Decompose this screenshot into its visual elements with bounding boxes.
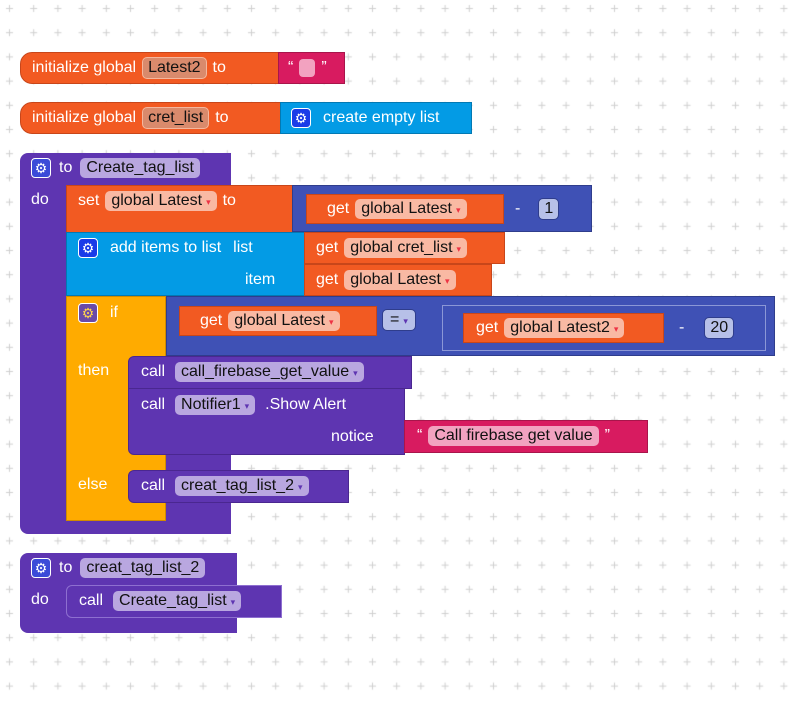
do-label: do xyxy=(31,191,49,208)
variable-dropdown[interactable]: global Latest2▾ xyxy=(504,318,625,338)
get-global-latest-block[interactable]: get global Latest▾ xyxy=(179,306,377,336)
compare-block[interactable]: get global Latest▾ =▾ get global Latest2▾ … xyxy=(166,296,775,356)
gear-icon[interactable]: ⚙ xyxy=(78,238,98,258)
initialize-global-cret-list-block[interactable]: initialize global cret_list to xyxy=(20,102,281,134)
create-empty-list-block[interactable]: ⚙ create empty list xyxy=(280,102,472,134)
component-dropdown[interactable]: Notifier1▾ xyxy=(175,395,256,415)
procedure-dropdown[interactable]: Create_tag_list▾ xyxy=(113,591,242,611)
call-creat-tag-list-2-block[interactable]: call creat_tag_list_2▾ xyxy=(128,470,349,503)
number-field[interactable]: 1 xyxy=(538,198,560,220)
text-block[interactable]: “ Call firebase get value ” xyxy=(404,420,648,453)
procedure-name-field[interactable]: Create_tag_list xyxy=(80,158,200,178)
subtract-block[interactable]: get global Latest▾ -1 xyxy=(292,185,592,232)
method-label: .Show Alert xyxy=(265,396,347,413)
text-field[interactable]: Call firebase get value xyxy=(428,426,599,446)
procedure-dropdown[interactable]: call_firebase_get_value▾ xyxy=(175,362,364,382)
notice-label: notice xyxy=(331,428,374,445)
set-label: set xyxy=(78,192,100,209)
chevron-down-icon: ▾ xyxy=(403,316,408,326)
gear-icon[interactable]: ⚙ xyxy=(31,558,51,578)
add-items-to-list-block[interactable]: ⚙ add items to list list item xyxy=(66,232,305,296)
notifier-show-alert-block[interactable]: call Notifier1▾ .Show Alert notice xyxy=(128,388,405,455)
chevron-down-icon: ▾ xyxy=(455,205,461,215)
minus-operator: - xyxy=(515,200,521,217)
chevron-down-icon: ▾ xyxy=(328,317,334,327)
do-label: do xyxy=(31,591,49,608)
variable-dropdown[interactable]: global Latest▾ xyxy=(355,199,467,219)
init-label: initialize global xyxy=(32,109,137,126)
get-global-cret-list-block[interactable]: get global cret_list▾ xyxy=(304,232,505,264)
gear-icon[interactable]: ⚙ xyxy=(78,303,98,323)
call-label: call xyxy=(141,363,166,380)
call-label: call xyxy=(79,592,104,609)
variable-dropdown[interactable]: global Latest▾ xyxy=(344,270,456,290)
chevron-down-icon: ▾ xyxy=(613,324,619,334)
chevron-down-icon: ▾ xyxy=(297,482,303,492)
variable-name-field[interactable]: cret_list xyxy=(142,107,210,129)
to-label: to xyxy=(212,59,226,76)
get-global-latest2-block[interactable]: get global Latest2▾ xyxy=(463,313,664,343)
procedure-name-field[interactable]: creat_tag_list_2 xyxy=(80,558,206,578)
get-label: get xyxy=(200,312,223,329)
chevron-down-icon: ▾ xyxy=(353,368,358,378)
minus-operator: - xyxy=(679,319,685,336)
close-quote: ” xyxy=(604,427,610,444)
if-label: if xyxy=(110,304,118,321)
get-global-latest-block[interactable]: get global Latest▾ xyxy=(304,264,492,296)
variable-name-field[interactable]: Latest2 xyxy=(142,57,207,79)
gear-icon[interactable]: ⚙ xyxy=(291,108,311,128)
close-quote: ” xyxy=(321,59,327,76)
open-quote: “ xyxy=(417,427,423,444)
procedure-dropdown[interactable]: creat_tag_list_2▾ xyxy=(175,476,309,496)
list-label: list xyxy=(233,239,253,256)
chevron-down-icon: ▾ xyxy=(444,276,450,286)
init-label: initialize global xyxy=(32,59,137,76)
get-label: get xyxy=(316,271,339,288)
chevron-down-icon: ▾ xyxy=(244,401,250,411)
text-field[interactable] xyxy=(299,59,316,77)
create-empty-list-label: create empty list xyxy=(323,109,440,126)
to-label: to xyxy=(215,109,229,126)
get-label: get xyxy=(327,200,350,217)
compare-operator-dropdown[interactable]: =▾ xyxy=(382,309,416,331)
open-quote: “ xyxy=(288,59,294,76)
else-label: else xyxy=(78,476,108,493)
gear-icon[interactable]: ⚙ xyxy=(31,158,51,178)
variable-dropdown[interactable]: global Latest▾ xyxy=(228,311,340,331)
call-label: call xyxy=(141,396,166,413)
get-label: get xyxy=(476,319,499,336)
get-label: get xyxy=(316,239,339,256)
call-create-tag-list-block[interactable]: call Create_tag_list▾ xyxy=(66,585,282,618)
then-label: then xyxy=(78,362,110,379)
get-global-latest-block[interactable]: get global Latest▾ xyxy=(306,194,504,224)
variable-dropdown[interactable]: global Latest▾ xyxy=(105,191,217,211)
variable-dropdown[interactable]: global cret_list▾ xyxy=(344,238,468,258)
item-label: item xyxy=(245,271,276,288)
empty-text-block[interactable]: “” xyxy=(278,52,345,84)
to-label: to xyxy=(59,159,73,176)
chevron-down-icon: ▾ xyxy=(206,197,211,207)
chevron-down-icon: ▾ xyxy=(456,244,462,254)
to-label: to xyxy=(59,559,73,576)
chevron-down-icon: ▾ xyxy=(230,597,236,607)
call-firebase-get-value-block[interactable]: call call_firebase_get_value▾ xyxy=(128,356,412,389)
set-global-latest-block[interactable]: set global Latest▾ to xyxy=(66,185,293,233)
subtract-block[interactable]: get global Latest2▾ - 20 xyxy=(442,305,766,351)
add-items-label: add items to list xyxy=(110,239,222,256)
to-label: to xyxy=(222,192,236,209)
initialize-global-latest2-block[interactable]: initialize global Latest2 to xyxy=(20,52,279,84)
number-field[interactable]: 20 xyxy=(704,317,735,339)
call-label: call xyxy=(141,477,166,494)
